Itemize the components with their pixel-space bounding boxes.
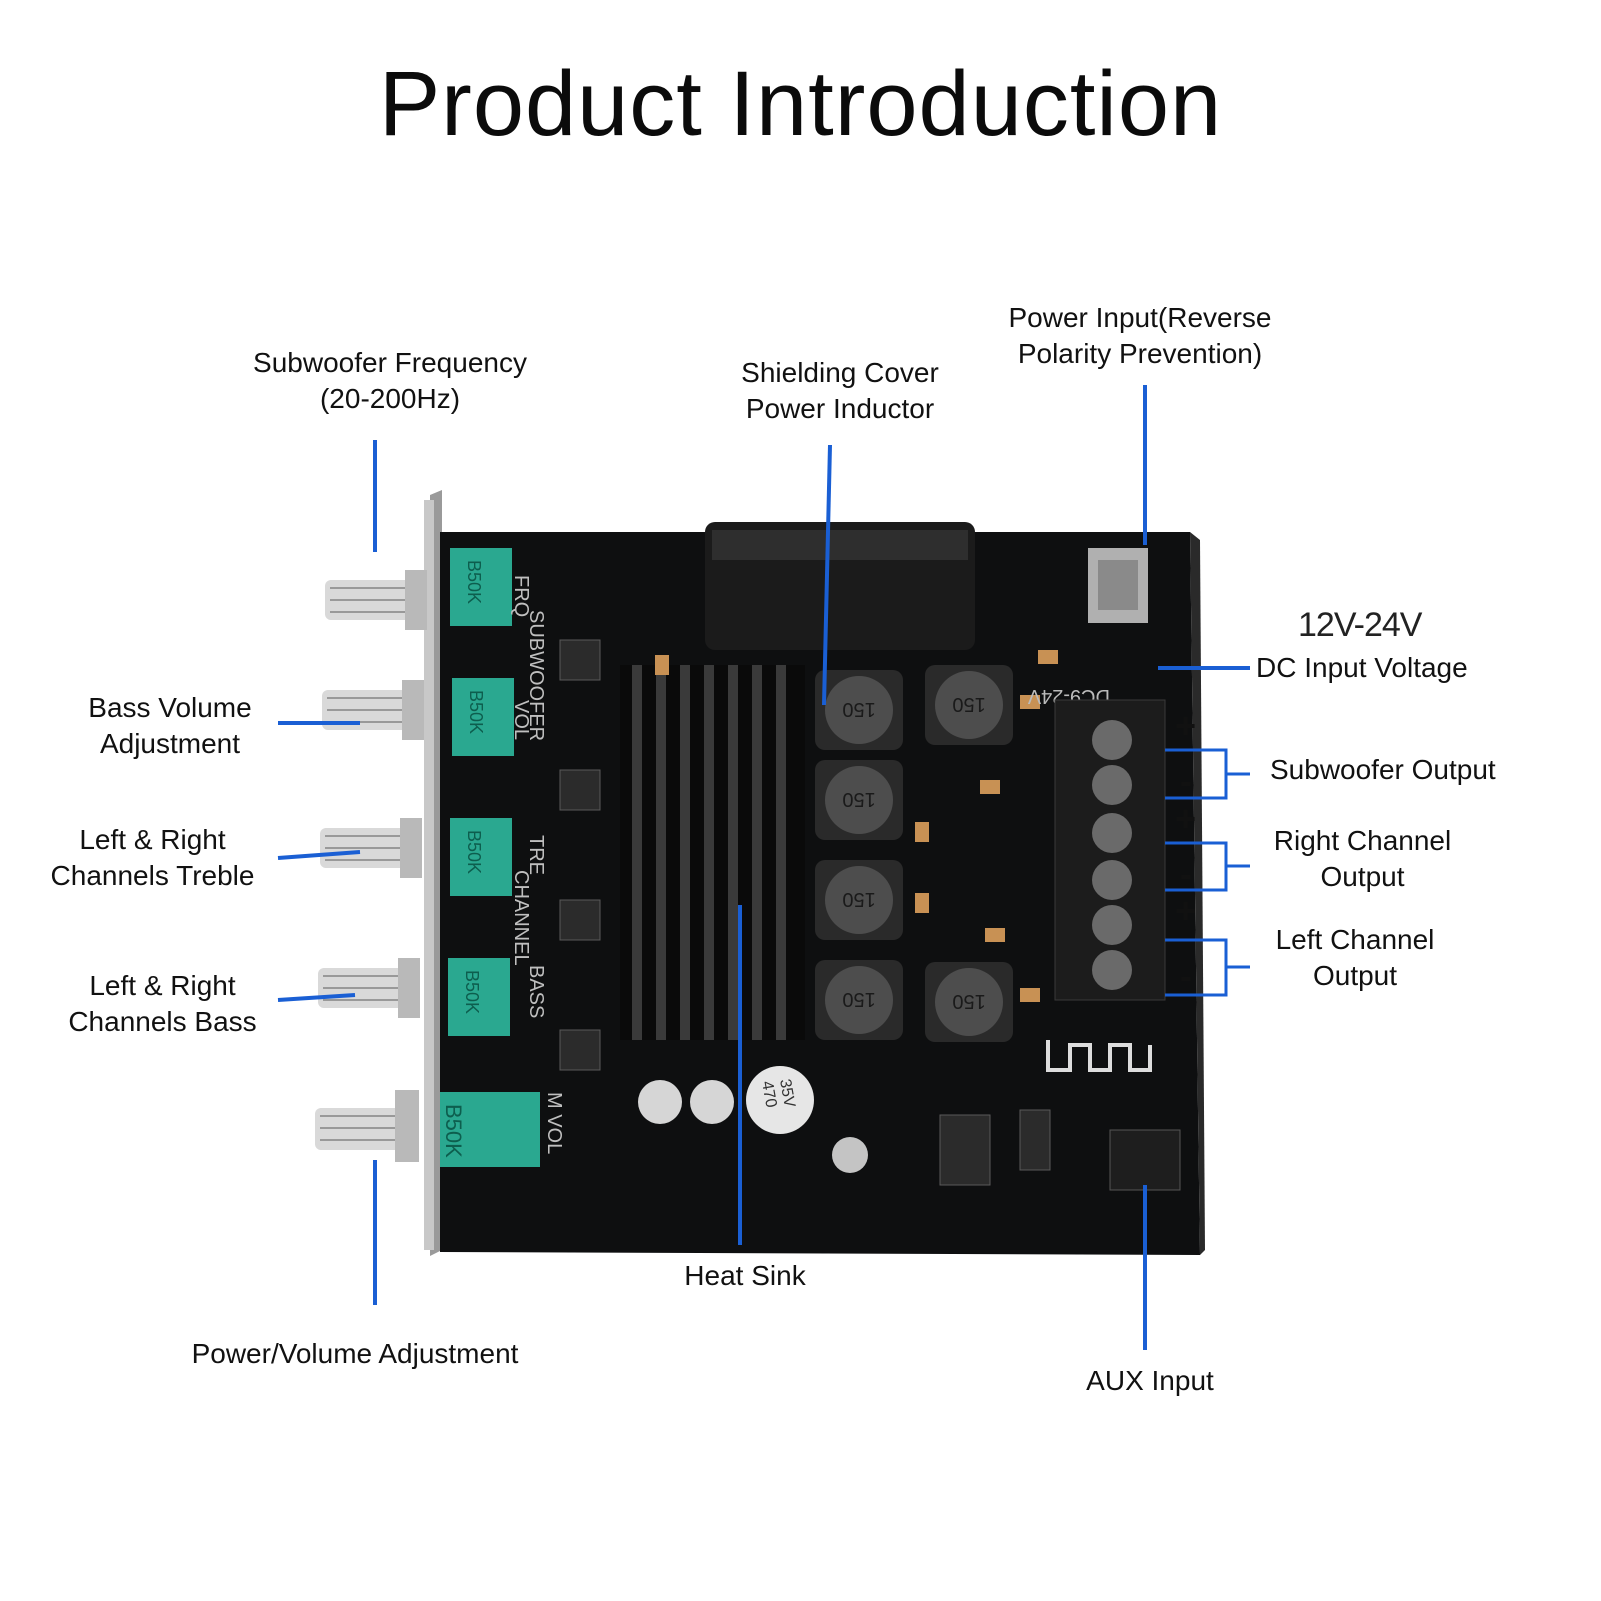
page-title: Product Introduction	[378, 53, 1223, 155]
potentiometer-5	[440, 1092, 540, 1167]
label-aux-input: AUX Input	[1086, 1365, 1214, 1396]
board-label-frq: FRQ	[510, 575, 532, 617]
inductor-4	[815, 860, 903, 940]
potentiometer-4	[448, 958, 510, 1036]
main-capacitor	[705, 522, 975, 650]
label-line: Left & Right	[79, 824, 226, 855]
label-line: Shielding Cover	[741, 357, 939, 388]
pot-marking-5: B50K	[441, 1104, 466, 1158]
knob-bass	[318, 958, 420, 1018]
dc-jack	[1088, 548, 1148, 623]
label-bass-volume: Bass Volume Adjustment	[60, 690, 280, 762]
board-label-bass: BASS	[525, 965, 547, 1018]
label-line: Left & Right	[89, 970, 236, 1001]
label-line: Subwoofer Frequency	[253, 347, 527, 378]
label-line: Adjustment	[99, 728, 241, 759]
label-line: Right Channel	[1273, 825, 1452, 856]
inductor-2	[925, 665, 1013, 745]
label-line: Power Inductor	[745, 393, 935, 424]
label-line: Output	[1312, 960, 1398, 991]
knob-subwoofer-frequency	[325, 570, 427, 630]
leader-lines	[277, 385, 1250, 1350]
terminal-sign-1: +	[1175, 705, 1197, 746]
label-lr-treble: Left & Right Channels Treble	[30, 822, 275, 894]
board-label-subwoofer: SUBWOOFER	[525, 610, 547, 741]
label-voltage-range: 12V-24V	[1298, 606, 1422, 644]
potentiometer-group	[440, 548, 540, 1167]
power-inductors	[815, 665, 1013, 1042]
label-line: Channels Bass	[68, 1006, 257, 1037]
label-line: Output	[1320, 861, 1405, 892]
board-label-mvol: M VOL	[543, 1092, 565, 1154]
cap-marking-470: 470	[758, 1080, 779, 1109]
potentiometer-2	[452, 678, 514, 756]
aux-jack	[1109, 1129, 1181, 1191]
knob-treble	[320, 818, 422, 878]
antenna-trace	[1046, 1040, 1152, 1072]
cap-marking-35v: 35V	[776, 1078, 798, 1109]
label-left-channel-output: Left Channel Output	[1255, 922, 1455, 994]
label-subwoofer-output: Subwoofer Output	[1270, 754, 1496, 785]
board-label-tre: TRE	[525, 835, 547, 875]
inductor-markings: 150 150 150 150 150 150	[842, 693, 985, 1012]
potentiometer-1	[450, 548, 512, 626]
front-panel-edge	[424, 500, 434, 1250]
leader-shielding-cover	[822, 444, 832, 706]
pot-marking-4: B50K	[462, 970, 482, 1014]
knob-bass-volume	[322, 680, 424, 740]
pot-marking-1: B50K	[464, 560, 484, 604]
knob-power-volume	[315, 1090, 419, 1162]
inductor-5	[815, 960, 903, 1040]
label-lr-bass: Left & Right Channels Bass	[45, 968, 280, 1040]
inductor-marking-6: 150	[952, 990, 985, 1012]
label-line: Bass Volume	[88, 692, 252, 723]
label-line: Power Input(Reverse	[1008, 302, 1272, 333]
terminal-sign-2: -	[1180, 760, 1192, 801]
board-side-labels: FRQ SUBWOOFER VOL TRE CHANNEL BASS M VOL	[510, 575, 565, 1154]
terminal-sign-3: +	[1175, 798, 1197, 839]
inductor-6	[925, 962, 1013, 1042]
smd-components	[559, 639, 1051, 1186]
inductor-3	[815, 760, 903, 840]
knob-group	[315, 570, 427, 1162]
label-dc-input-voltage: DC Input Voltage	[1256, 652, 1468, 683]
pot-marking-2: B50K	[466, 690, 486, 734]
pot-marking-3: B50K	[464, 830, 484, 874]
label-heat-sink: Heat Sink	[684, 1260, 806, 1291]
potentiometer-3	[450, 818, 512, 896]
output-brackets	[1165, 748, 1250, 997]
heat-sink	[620, 665, 805, 1040]
inductor-marking-3: 150	[842, 788, 875, 810]
terminal-sign-5: +	[1175, 890, 1197, 931]
inductor-marking-4: 150	[842, 888, 875, 910]
leader-bass	[277, 993, 356, 1002]
board-label-vol: VOL	[510, 700, 532, 740]
label-line: Left Channel	[1275, 924, 1435, 955]
label-subwoofer-frequency: Subwoofer Frequency (20-200Hz)	[240, 345, 540, 417]
pcb-shadow	[1190, 532, 1205, 1255]
label-power-volume: Power/Volume Adjustment	[191, 1338, 519, 1369]
pot-markings: B50K B50K B50K B50K B50K	[441, 560, 486, 1158]
board-label-channel: CHANNEL	[510, 870, 532, 966]
label-shielding-cover: Shielding Cover Power Inductor	[720, 355, 960, 427]
terminal-block	[1054, 699, 1166, 1001]
smd-capacitors	[655, 650, 1058, 1002]
leader-treble	[277, 850, 361, 860]
label-line: Channels Treble	[50, 860, 255, 891]
terminal-sign-6: -	[1180, 955, 1192, 996]
label-power-input: Power Input(Reverse Polarity Prevention)	[990, 300, 1290, 372]
inductor-marking-2: 150	[952, 693, 985, 715]
terminal-sign-4: -	[1180, 853, 1192, 894]
label-line: Polarity Prevention)	[1017, 338, 1263, 369]
inductor-marking-5: 150	[842, 988, 875, 1010]
inductor-1	[815, 670, 903, 750]
label-line: (20-200Hz)	[319, 383, 461, 414]
inductor-marking-1: 150	[842, 698, 875, 720]
label-right-channel-output: Right Channel Output	[1255, 823, 1470, 895]
small-capacitors	[638, 1066, 868, 1173]
